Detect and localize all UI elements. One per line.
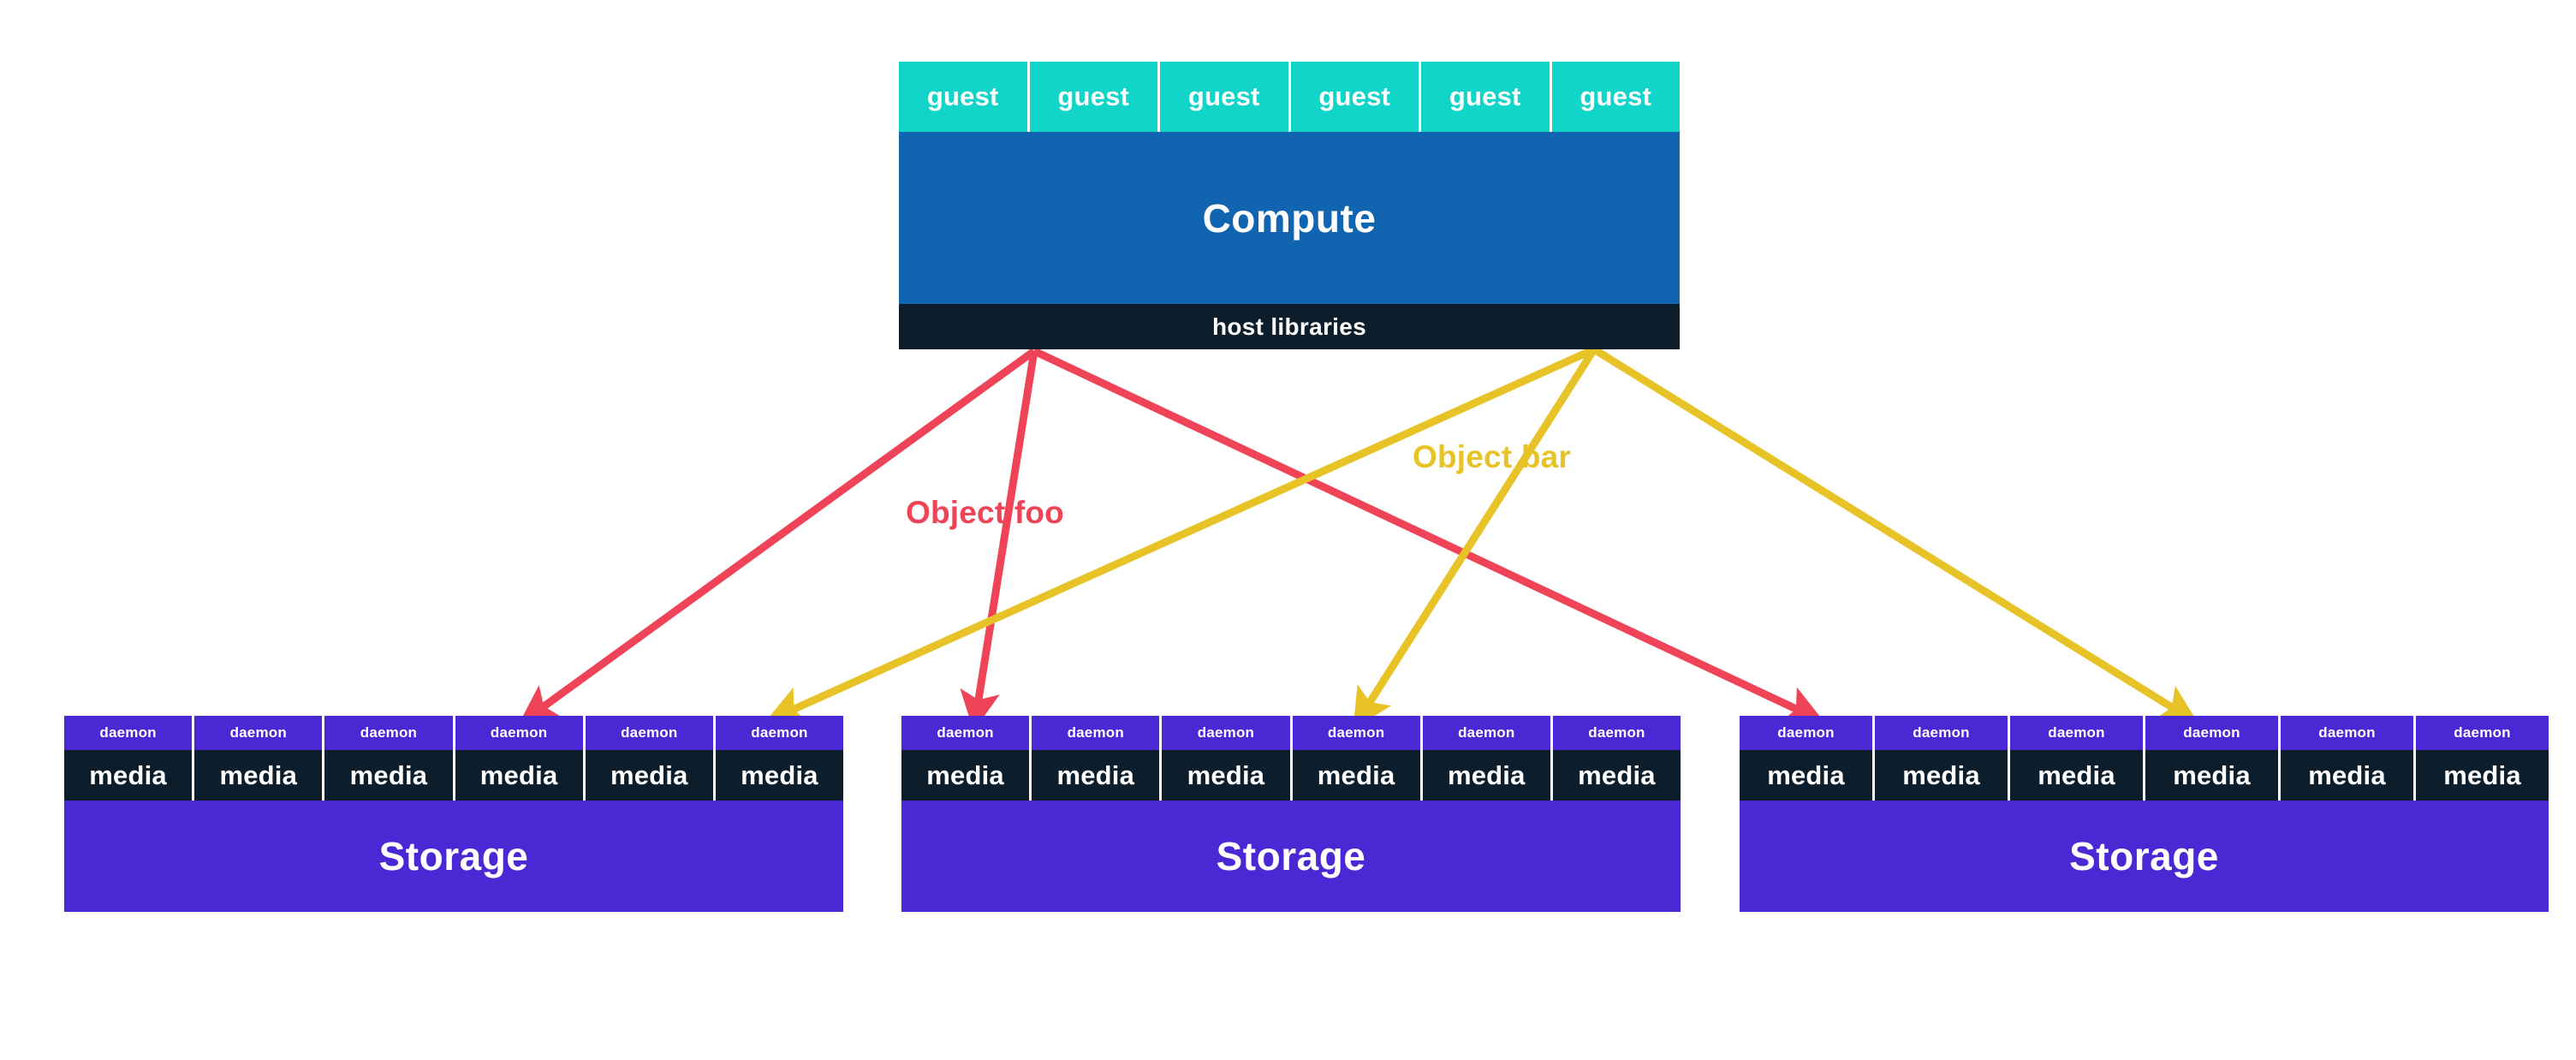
daemon-cell[interactable]: daemon: [901, 716, 1032, 750]
media-cell[interactable]: media: [715, 750, 844, 801]
daemon-cell[interactable]: daemon: [585, 716, 716, 750]
daemon-row: daemon daemon daemon daemon daemon daemo…: [1740, 716, 2549, 750]
media-cell[interactable]: media: [1162, 750, 1293, 801]
host-libraries-band[interactable]: host libraries: [899, 304, 1680, 349]
media-cell[interactable]: media: [901, 750, 1032, 801]
media-cell[interactable]: media: [194, 750, 325, 801]
media-cell[interactable]: media: [585, 750, 716, 801]
storage-label: Storage: [378, 834, 529, 878]
guest-cell[interactable]: guest: [899, 62, 1030, 132]
object-bar-arrow-1: [764, 345, 1596, 724]
daemon-cell[interactable]: daemon: [1162, 716, 1293, 750]
storage-node-1: daemon daemon daemon daemon daemon daemo…: [64, 716, 844, 912]
object-bar-arrow-2: [1353, 347, 1597, 729]
media-cell[interactable]: media: [64, 750, 195, 801]
object-foo-arrow-group: [518, 347, 1825, 731]
daemon-cell[interactable]: daemon: [2010, 716, 2145, 750]
media-row: media media media media media media: [1740, 750, 2549, 801]
storage-label: Storage: [2069, 834, 2219, 878]
media-cell[interactable]: media: [455, 750, 586, 801]
media-row: media media media media media media: [901, 750, 1681, 801]
daemon-cell[interactable]: daemon: [2281, 716, 2416, 750]
object-bar-arrow-group: [764, 345, 2199, 729]
guest-cell[interactable]: guest: [1421, 62, 1552, 132]
media-cell[interactable]: media: [324, 750, 455, 801]
storage-node-2: daemon daemon daemon daemon daemon daemo…: [901, 716, 1681, 912]
media-cell[interactable]: media: [1552, 750, 1681, 801]
media-cell[interactable]: media: [1740, 750, 1875, 801]
media-cell[interactable]: media: [1875, 750, 2010, 801]
daemon-cell[interactable]: daemon: [324, 716, 455, 750]
compute-node: guest guest guest guest guest guest Comp…: [899, 62, 1680, 349]
host-libraries-label: host libraries: [1211, 313, 1367, 340]
object-foo-arrow-1: [518, 348, 1037, 725]
object-bar-arrow-3: [1591, 346, 2199, 724]
media-cell[interactable]: media: [2145, 750, 2281, 801]
daemon-cell[interactable]: daemon: [1740, 716, 1875, 750]
media-cell[interactable]: media: [1292, 750, 1423, 801]
media-cell[interactable]: media: [2010, 750, 2145, 801]
guest-cell[interactable]: guest: [1160, 62, 1291, 132]
guest-cell[interactable]: guest: [1551, 62, 1680, 132]
daemon-cell[interactable]: daemon: [1292, 716, 1423, 750]
storage-node-3: daemon daemon daemon daemon daemon daemo…: [1740, 716, 2549, 912]
storage-band[interactable]: Storage: [901, 801, 1681, 912]
media-cell[interactable]: media: [2281, 750, 2416, 801]
object-foo-arrow-2: [960, 350, 1038, 731]
media-cell[interactable]: media: [1422, 750, 1553, 801]
compute-band[interactable]: Compute: [899, 132, 1680, 304]
storage-band[interactable]: Storage: [64, 801, 843, 912]
daemon-cell[interactable]: daemon: [1552, 716, 1681, 750]
daemon-cell[interactable]: daemon: [194, 716, 325, 750]
media-row: media media media media media media: [64, 750, 844, 801]
daemon-cell[interactable]: daemon: [2416, 716, 2549, 750]
guest-row: guest guest guest guest guest guest: [899, 62, 1680, 132]
object-foo-label: Object foo: [906, 495, 1064, 530]
object-bar-label: Object bar: [1413, 439, 1571, 474]
media-cell[interactable]: media: [1032, 750, 1163, 801]
daemon-cell[interactable]: daemon: [455, 716, 586, 750]
daemon-cell[interactable]: daemon: [715, 716, 844, 750]
daemon-cell[interactable]: daemon: [1032, 716, 1163, 750]
compute-label: Compute: [1202, 195, 1377, 241]
guest-cell[interactable]: guest: [1029, 62, 1160, 132]
object-foo-arrow-3: [1032, 347, 1825, 724]
guest-cell[interactable]: guest: [1290, 62, 1421, 132]
daemon-cell[interactable]: daemon: [2145, 716, 2281, 750]
daemon-row: daemon daemon daemon daemon daemon daemo…: [64, 716, 844, 750]
daemon-cell[interactable]: daemon: [1875, 716, 2010, 750]
daemon-row: daemon daemon daemon daemon daemon daemo…: [901, 716, 1681, 750]
storage-label: Storage: [1216, 834, 1366, 878]
daemon-cell[interactable]: daemon: [1422, 716, 1553, 750]
daemon-cell[interactable]: daemon: [64, 716, 195, 750]
media-cell[interactable]: media: [2416, 750, 2549, 801]
storage-band[interactable]: Storage: [1740, 801, 2549, 912]
